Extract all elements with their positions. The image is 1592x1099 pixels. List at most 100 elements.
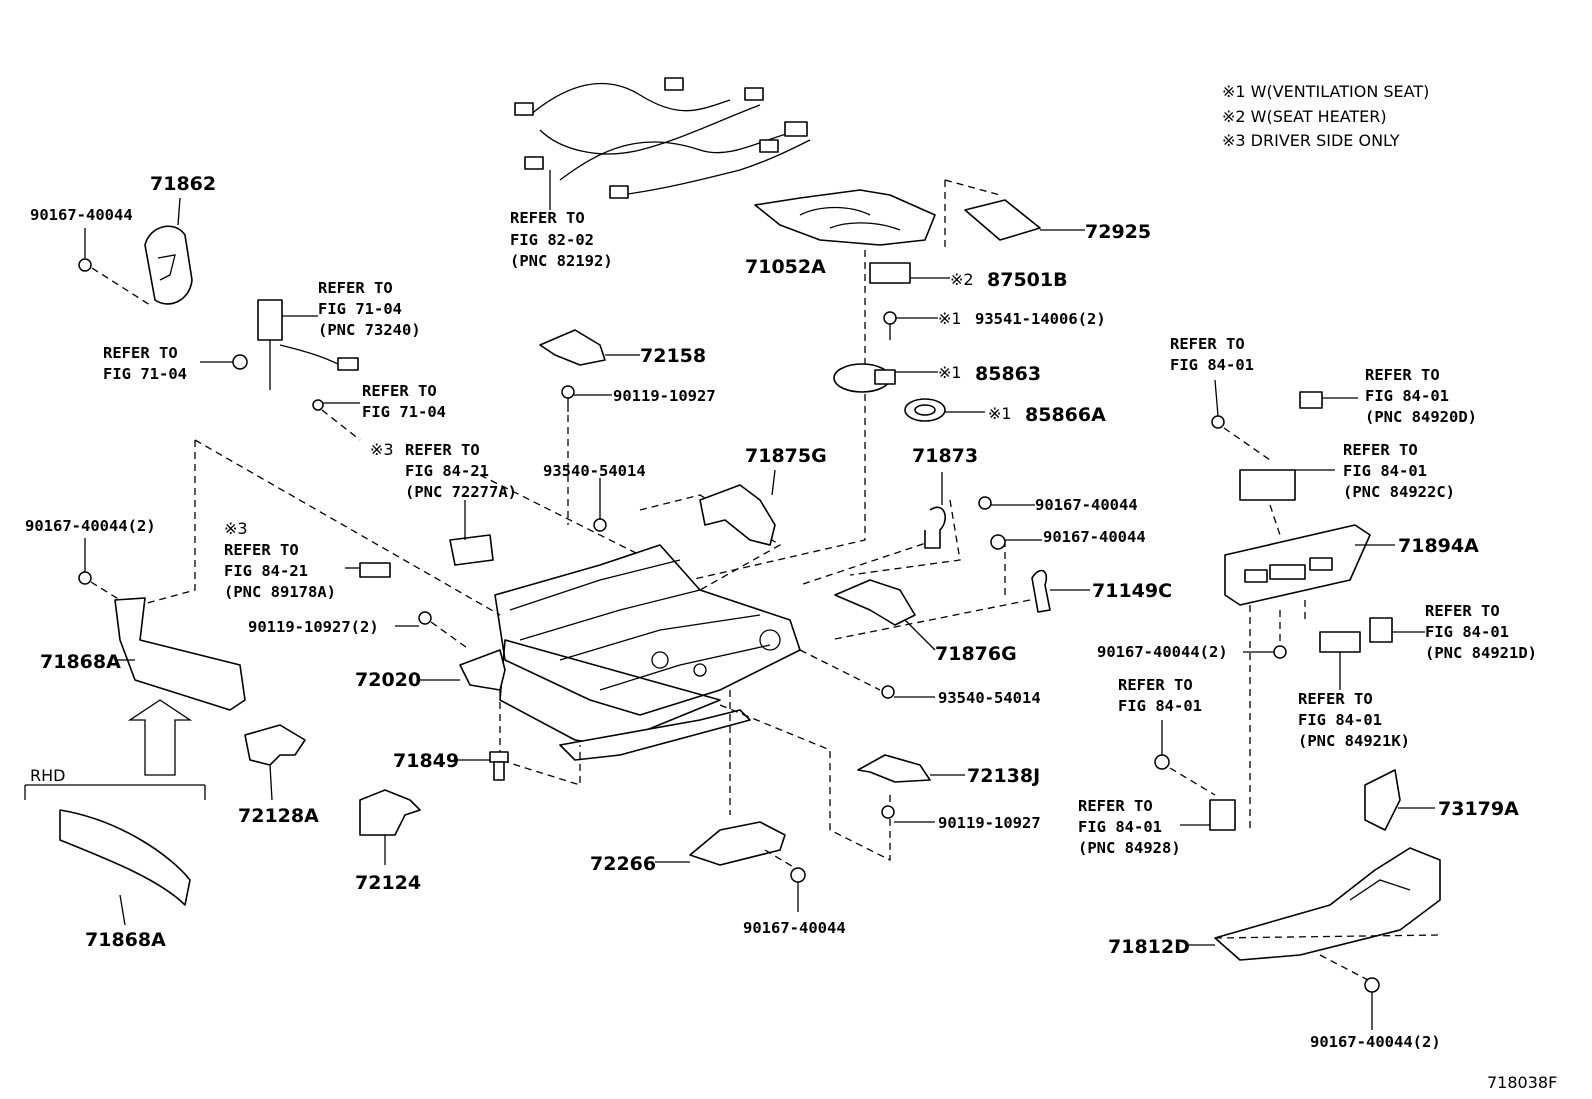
part-71876G-label: 71876G (935, 643, 1017, 665)
part-72124-label: 72124 (355, 872, 421, 894)
bracket-72158-drawing (539, 329, 640, 525)
cover-71876G-drawing (834, 579, 936, 651)
ref-71-04-a-line2: FIG 71-04 (318, 300, 402, 318)
ref-84-01-g-line2: FIG 84-01 (1078, 818, 1162, 836)
ref-84-01-g-line1: REFER TO (1078, 797, 1153, 815)
part-71868A-b-label: 71868A (85, 929, 166, 951)
bracket-72020-drawing (420, 649, 506, 691)
ref-84-01-c-line3: (PNC 84922C) (1343, 483, 1455, 501)
ref-84-21-b-line2: FIG 84-21 (224, 562, 308, 580)
pin-71849-drawing (456, 751, 509, 781)
ref-82-02-line1: REFER TO (510, 209, 585, 227)
connector-89178A-drawing (345, 562, 391, 578)
part-85866A-label: 85866A (1025, 404, 1106, 426)
part-90119-a-label: 90119-10927 (613, 387, 716, 405)
center-bolts-drawing (395, 478, 935, 699)
ref-84-01-g-line3: (PNC 84928) (1078, 839, 1181, 857)
part-72158-label: 72158 (640, 345, 706, 367)
ref-84-01-f-line3: (PNC 84921K) (1298, 732, 1410, 750)
part-71894A-label: 71894A (1398, 535, 1479, 557)
legend-line-2: ※2 W(SEAT HEATER) (1222, 107, 1387, 126)
ref-84-21-a-line3: (PNC 72277A) (405, 483, 517, 501)
part-90167-a-label: 90167-40044 (30, 206, 133, 224)
ref-84-01-f-line2: FIG 84-01 (1298, 711, 1382, 729)
ref-84-01-c-line2: FIG 84-01 (1343, 462, 1427, 480)
part-93540-a-label: 93540-54014 (543, 462, 646, 480)
wire-harness-drawing (514, 77, 811, 210)
ref-71-04-a-line3: (PNC 73240) (318, 321, 421, 339)
pad-72925-drawing (944, 179, 1085, 250)
ref-84-01-b-line1: REFER TO (1365, 366, 1440, 384)
ref-71-04-a-line1: REFER TO (318, 279, 393, 297)
cover-71868A-drawing (78, 538, 246, 776)
ref-84-01-b-line3: (PNC 84920D) (1365, 408, 1477, 426)
part-72020-label: 72020 (355, 669, 421, 691)
part-73179A-label: 73179A (1438, 798, 1519, 820)
part-93541-label: 93541-14006(2) (975, 310, 1106, 328)
screw-93541-drawing (883, 311, 938, 340)
cover-71875G-drawing (699, 469, 776, 546)
fan-85863-drawing (833, 363, 938, 393)
ref-82-02-line2: FIG 82-02 (510, 231, 594, 249)
part-90119-2-label: 90119-10927(2) (248, 618, 379, 636)
part-72266-label: 72266 (590, 853, 656, 875)
part-90167-2a-label: 90167-40044(2) (25, 517, 156, 535)
callouts: 71862 90167-40044 REFER TO FIG 71-04 (PN… (25, 173, 1557, 1092)
ref-84-01-a-line1: REFER TO (1170, 335, 1245, 353)
part-72128A-label: 72128A (238, 805, 319, 827)
hook-71873-drawing (924, 472, 1042, 550)
ref-71-04-c-line2: FIG 71-04 (362, 403, 446, 421)
part-72925-label: 72925 (1085, 221, 1151, 243)
bracket-72138J-drawing (857, 754, 965, 823)
seat-heater-element-drawing (689, 189, 936, 581)
ref-84-01-d-line3: (PNC 84921D) (1425, 644, 1537, 662)
part-71149C-label: 71149C (1092, 580, 1172, 602)
cover-73179A-drawing (1364, 769, 1435, 831)
duct-85866A-drawing (904, 398, 985, 422)
ref-71-04-b-line1: REFER TO (103, 344, 178, 362)
part-85863-label: 85863 (975, 363, 1041, 385)
legend-line-1: ※1 W(VENTILATION SEAT) (1222, 82, 1429, 101)
cover-71862-drawing (78, 197, 193, 306)
ref-84-21-a-line2: FIG 84-21 (405, 462, 489, 480)
part-93540-b-label: 93540-54014 (938, 689, 1041, 707)
connector-72277A-drawing (449, 500, 494, 566)
cover-71812D-drawing (1185, 847, 1441, 1030)
ref-84-01-e-line1: REFER TO (1118, 676, 1193, 694)
seatbelt-buckle-drawing (200, 299, 361, 441)
ref-82-02-line3: (PNC 82192) (510, 252, 613, 270)
mark-3b-label: ※3 (224, 519, 248, 538)
ref-84-21-b-line1: REFER TO (224, 541, 299, 559)
part-71868A-a-label: 71868A (40, 651, 121, 673)
ref-84-01-a-line2: FIG 84-01 (1170, 356, 1254, 374)
part-71875G-label: 71875G (745, 445, 827, 467)
mark-2-label: ※2 (950, 270, 974, 289)
mark-1a-label: ※1 (938, 309, 962, 328)
mark-1b-label: ※1 (938, 363, 962, 382)
ref-84-01-d-line2: FIG 84-01 (1425, 623, 1509, 641)
cover-72128A-drawing (244, 724, 306, 801)
legend-line-3: ※3 DRIVER SIDE ONLY (1222, 131, 1400, 150)
ref-84-21-a-line1: REFER TO (405, 441, 480, 459)
switch-panel-drawing (1154, 379, 1425, 831)
ref-84-01-f-line1: REFER TO (1298, 690, 1373, 708)
part-71862-label: 71862 (150, 173, 216, 195)
cover-72124-drawing (359, 789, 421, 865)
ref-84-01-e-line2: FIG 84-01 (1118, 697, 1202, 715)
ref-71-04-c-line1: REFER TO (362, 382, 437, 400)
mark-3a-label: ※3 (370, 440, 394, 459)
part-71812D-label: 71812D (1108, 936, 1190, 958)
ref-84-01-c-line1: REFER TO (1343, 441, 1418, 459)
mark-1c-label: ※1 (988, 404, 1012, 423)
part-90119-b-label: 90119-10927 (938, 814, 1041, 832)
ref-84-01-d-line1: REFER TO (1425, 602, 1500, 620)
part-90167-c-label: 90167-40044 (1043, 528, 1146, 546)
seat-frame-drawing (139, 439, 1031, 862)
part-90167-d-label: 90167-40044 (743, 919, 846, 937)
part-87501B-label: 87501B (987, 269, 1068, 291)
part-90167-2b-label: 90167-40044(2) (1097, 643, 1228, 661)
part-90167-b-label: 90167-40044 (1035, 496, 1138, 514)
part-71052A-label: 71052A (745, 256, 826, 278)
legend: ※1 W(VENTILATION SEAT) ※2 W(SEAT HEATER)… (1222, 82, 1429, 150)
